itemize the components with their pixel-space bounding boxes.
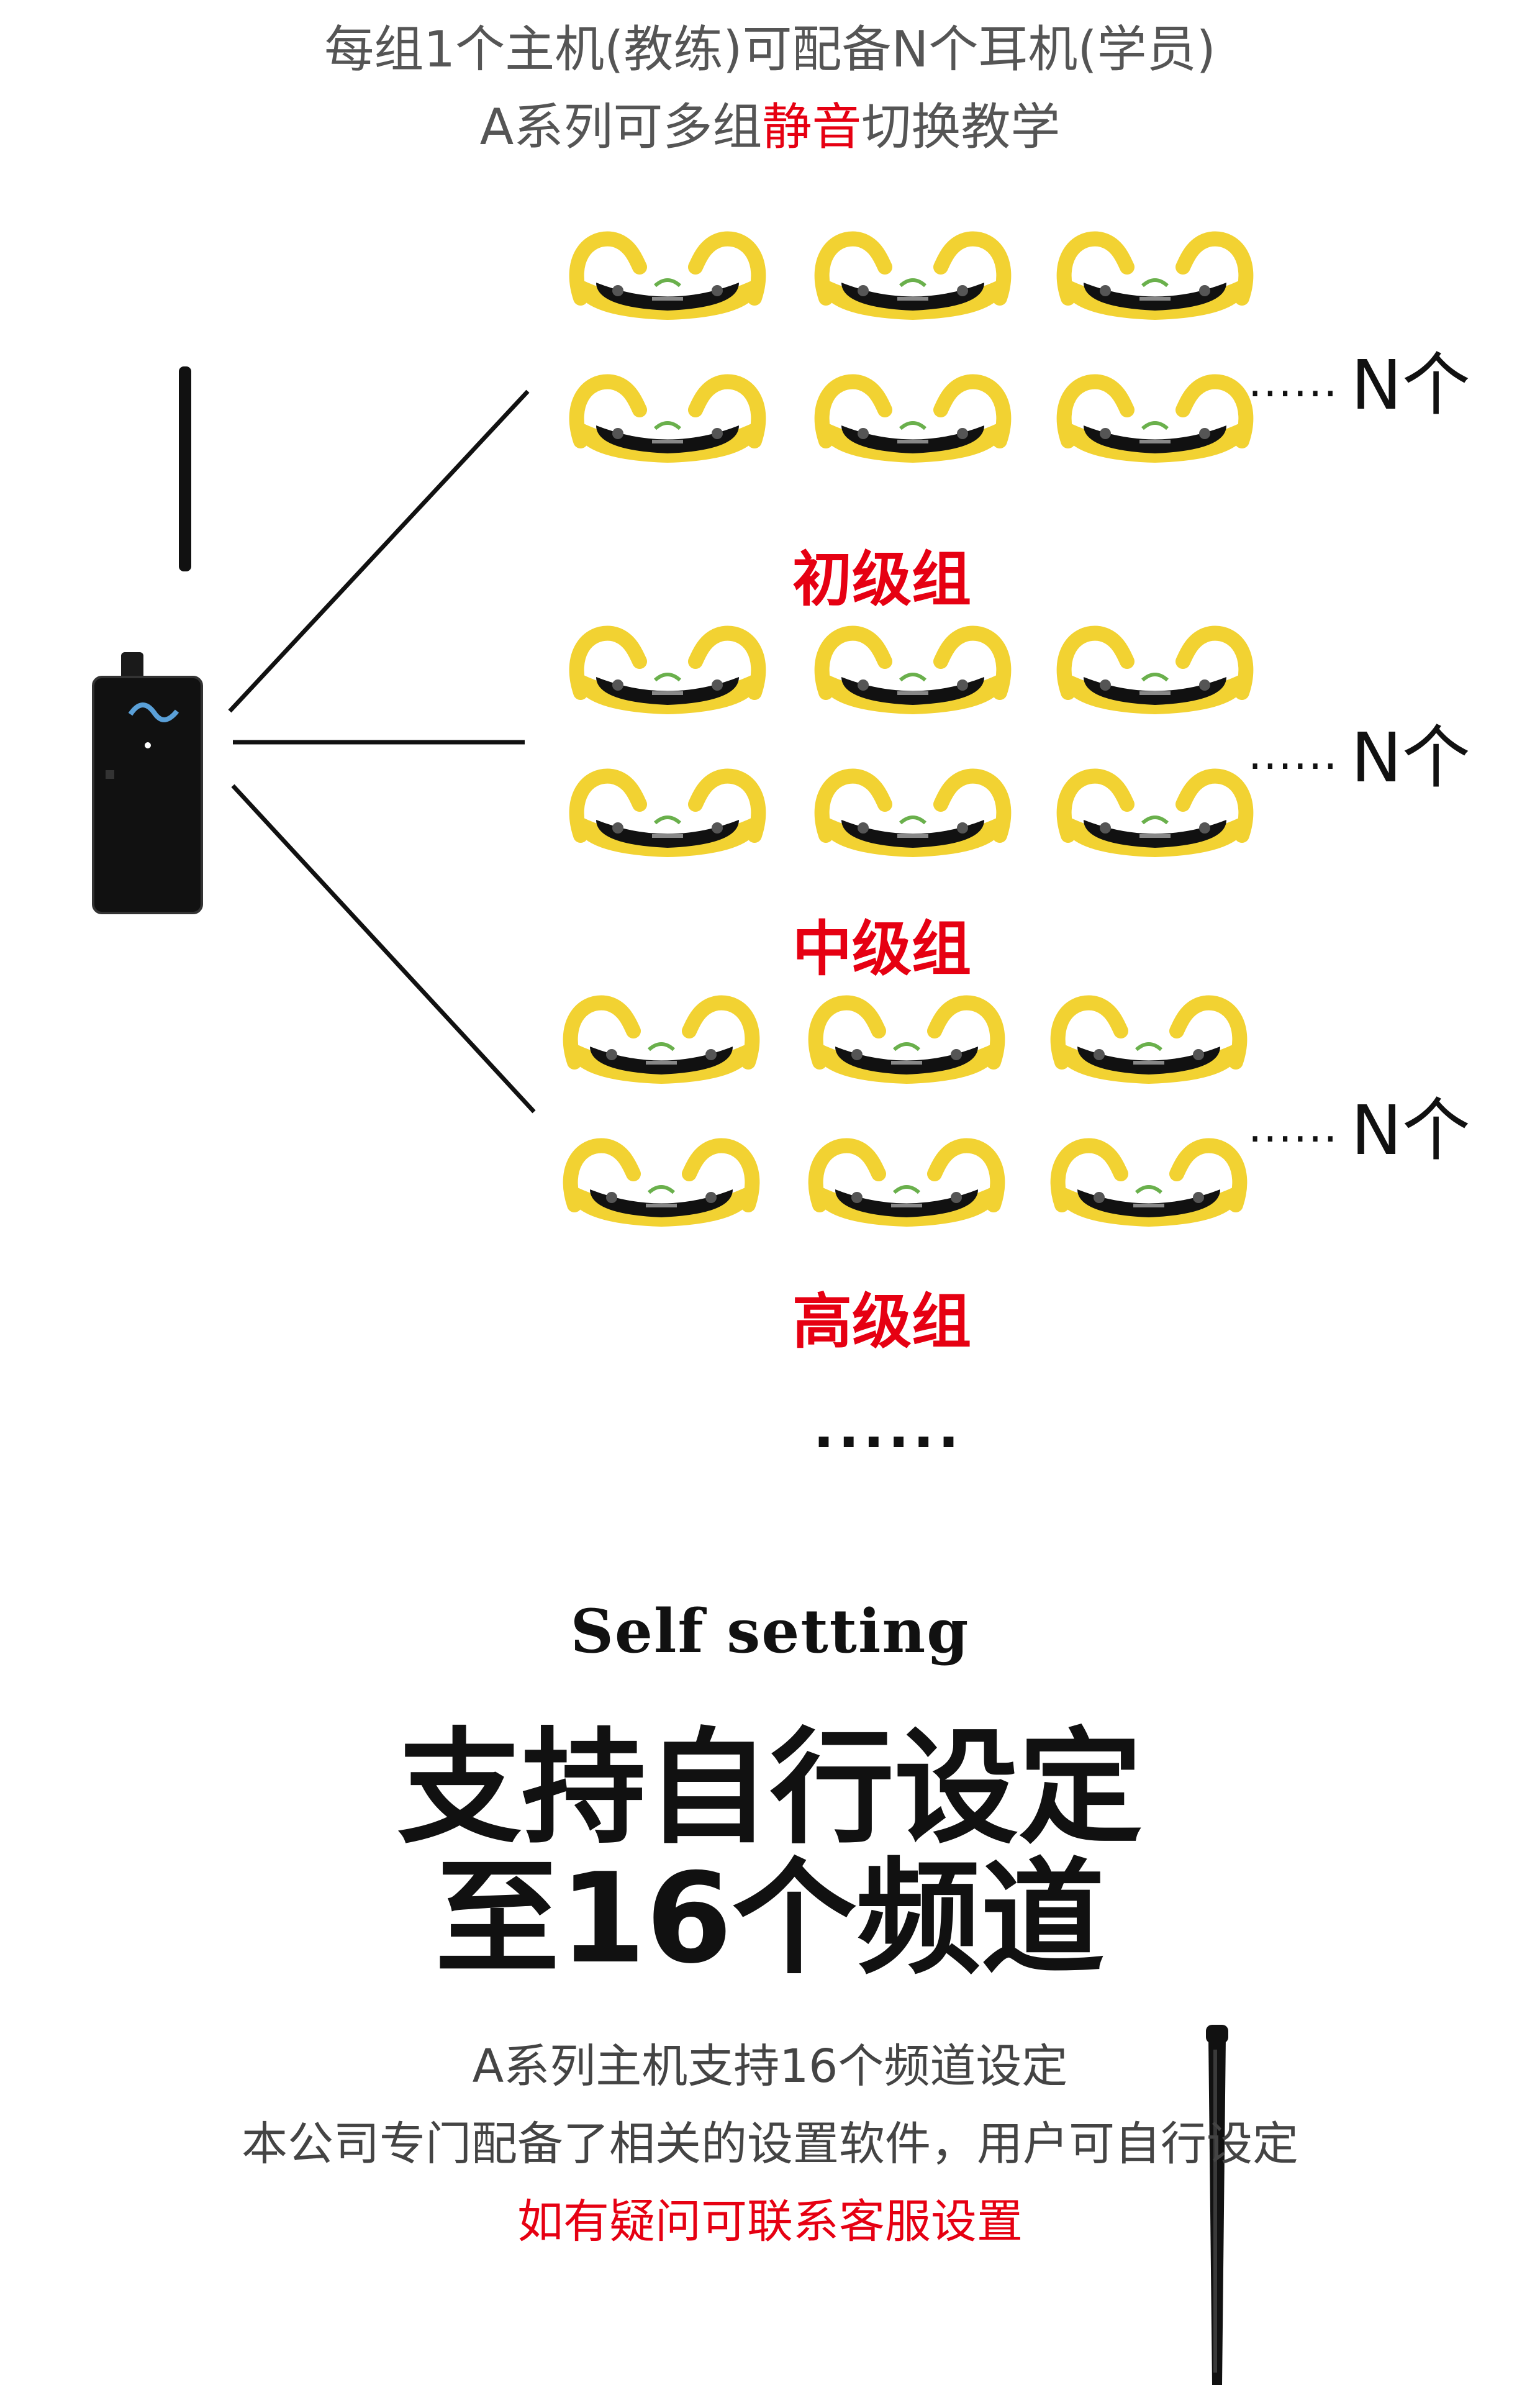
count-text: N个 <box>1351 345 1470 425</box>
bone-conduction-headset-icon <box>807 618 1018 717</box>
bone-conduction-headset-icon <box>556 1130 767 1230</box>
more-groups-ellipsis: ······ <box>813 1410 963 1475</box>
section-title-line-1: 支持自行设定 <box>397 1716 1143 1861</box>
transmitter-diagram <box>92 366 536 1114</box>
bone-conduction-headset-icon <box>556 988 767 1087</box>
bone-conduction-headset-icon <box>807 224 1018 323</box>
connection-line-3 <box>231 784 536 1114</box>
bone-conduction-headset-icon <box>1043 1130 1254 1230</box>
bone-conduction-headset-icon <box>1049 761 1261 860</box>
bone-conduction-headset-icon <box>562 761 773 860</box>
connection-line-1 <box>228 389 530 713</box>
group-label-beginner: 初级组 <box>792 545 971 614</box>
bone-conduction-headset-icon <box>801 988 1012 1087</box>
bone-conduction-headset-icon <box>562 618 773 717</box>
bone-conduction-headset-icon <box>801 1130 1012 1230</box>
intro-line-2: A系列可多组静音切换教学 <box>0 102 1540 152</box>
count-text: N个 <box>1351 718 1470 797</box>
group-label-advanced: 高级组 <box>792 1287 971 1356</box>
english-title: Self setting <box>570 1596 970 1666</box>
walkie-talkie-transmitter-icon <box>92 366 203 914</box>
count-dots: ······ <box>1248 368 1339 419</box>
bone-conduction-headset-icon <box>1049 224 1261 323</box>
bone-conduction-headset-icon <box>562 224 773 323</box>
section-title-line-2: 至16个频道 <box>435 1847 1105 1991</box>
description-line-1: A系列主机支持16个频道设定 <box>472 2040 1068 2093</box>
description-line-2: 本公司专门配备了相关的设置软件，用户可自行设定 <box>242 2117 1298 2171</box>
description-line-3: 如有疑问可联系客服设置 <box>517 2195 1023 2248</box>
bone-conduction-headset-icon <box>562 366 773 466</box>
group-count-label: ······N个 <box>1248 1074 1470 1174</box>
group-count-label: ······N个 <box>1248 329 1470 429</box>
antenna-icon <box>1206 2025 1228 2385</box>
count-dots: ······ <box>1248 741 1339 792</box>
count-text: N个 <box>1351 1091 1470 1170</box>
intro-line-1: 每组1个主机(教练)可配备N个耳机(学员) <box>324 20 1216 78</box>
bone-conduction-headset-icon <box>1049 366 1261 466</box>
group-count-label: ······N个 <box>1248 702 1470 801</box>
group-label-intermediate: 中级组 <box>792 914 971 984</box>
intro-line-2-highlight: 静音 <box>762 98 862 156</box>
count-dots: ······ <box>1248 1114 1339 1165</box>
bone-conduction-headset-icon <box>1043 988 1254 1087</box>
antenna-icon <box>179 366 191 571</box>
intro-line-2-prefix: A系列可多组 <box>479 98 763 156</box>
intro-line-2-suffix: 切换教学 <box>861 98 1061 156</box>
bone-conduction-headset-icon <box>807 761 1018 860</box>
bone-conduction-headset-icon <box>1049 618 1261 717</box>
bone-conduction-headset-icon <box>807 366 1018 466</box>
